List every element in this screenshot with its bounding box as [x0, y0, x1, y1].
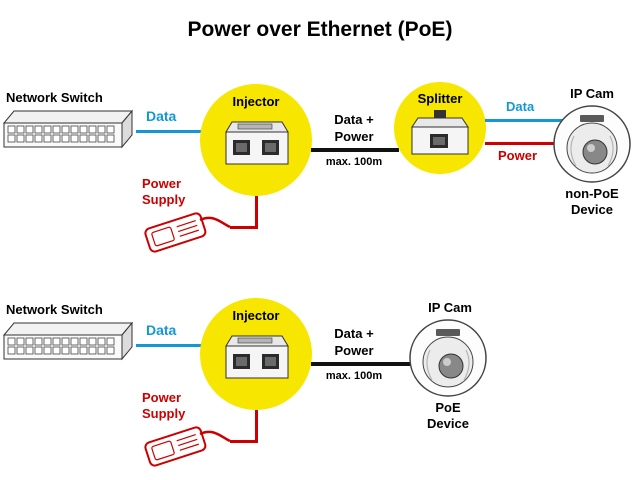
network-switch-label: Network Switch	[6, 90, 103, 105]
network-switch-illustration	[2, 109, 134, 149]
power-line-vertical	[255, 196, 258, 229]
ip-cam-label: IP Cam	[570, 86, 614, 101]
splitter-top-face	[411, 117, 469, 128]
injector-ports	[233, 140, 279, 155]
data-line	[136, 130, 202, 133]
dome-reflection-right	[463, 349, 470, 381]
ip-cam-label: IP Cam	[428, 300, 472, 315]
power-cable	[199, 216, 231, 229]
switch-ports	[7, 337, 115, 355]
splitter-port	[430, 134, 448, 148]
power-supply-illustration	[144, 426, 231, 467]
splitter-device-illustration	[411, 110, 469, 155]
splitter-power-line	[485, 142, 554, 145]
injector-device-illustration	[225, 121, 289, 165]
data-power-line	[311, 362, 411, 366]
switch-top-face	[2, 110, 134, 124]
power-adapter-body	[144, 426, 207, 467]
switch-top-face	[2, 322, 134, 336]
injector-ports	[233, 354, 279, 369]
device-type-label: non-PoE Device	[565, 186, 619, 217]
camera-lens	[438, 353, 464, 379]
data-plus-label: Data +	[334, 112, 374, 127]
splitter-plug	[434, 110, 446, 118]
dome-reflection-left	[426, 349, 433, 381]
lens-highlight	[443, 358, 451, 366]
switch-ports	[7, 125, 115, 143]
dome-reflection-left	[570, 135, 577, 167]
network-switch-label: Network Switch	[6, 302, 103, 317]
injector-label: Injector	[232, 308, 280, 323]
page-title: Power over Ethernet (PoE)	[187, 18, 453, 41]
injector-top-label	[237, 337, 273, 344]
power-cable	[199, 430, 231, 443]
data-plus-label: Data +	[334, 326, 374, 341]
power-line-horizontal	[230, 226, 258, 229]
power-line-vertical	[255, 410, 258, 443]
power-adapter-body	[144, 212, 207, 253]
dome-reflection-right	[607, 135, 614, 167]
power-supply-illustration	[144, 212, 231, 253]
splitter-power-label: Power	[498, 148, 538, 163]
camera-brand-bar	[436, 329, 460, 336]
power-supply-label: Power Supply	[142, 176, 186, 207]
power-label: Power	[334, 129, 374, 144]
max-distance-label: max. 100m	[325, 370, 383, 382]
power-label: Power	[334, 343, 374, 358]
injector-label: Injector	[232, 94, 280, 109]
data-power-line	[311, 148, 399, 152]
max-distance-label: max. 100m	[325, 156, 383, 168]
ip-camera-illustration	[409, 319, 487, 397]
injector-top-label	[237, 123, 273, 130]
power-line-horizontal	[230, 440, 258, 443]
device-type-label: PoE Device	[427, 400, 469, 431]
camera-lens	[582, 139, 608, 165]
data-label: Data	[146, 322, 177, 338]
injector-device-illustration	[225, 335, 289, 379]
power-supply-label: Power Supply	[142, 390, 186, 421]
data-line	[136, 344, 202, 347]
ip-camera-illustration	[553, 105, 631, 183]
splitter-data-line	[485, 119, 563, 122]
lens-highlight	[587, 144, 595, 152]
network-switch-illustration	[2, 321, 134, 361]
data-label: Data	[146, 108, 177, 124]
splitter-label: Splitter	[417, 91, 463, 106]
splitter-data-label: Data	[506, 99, 535, 114]
camera-brand-bar	[580, 115, 604, 122]
